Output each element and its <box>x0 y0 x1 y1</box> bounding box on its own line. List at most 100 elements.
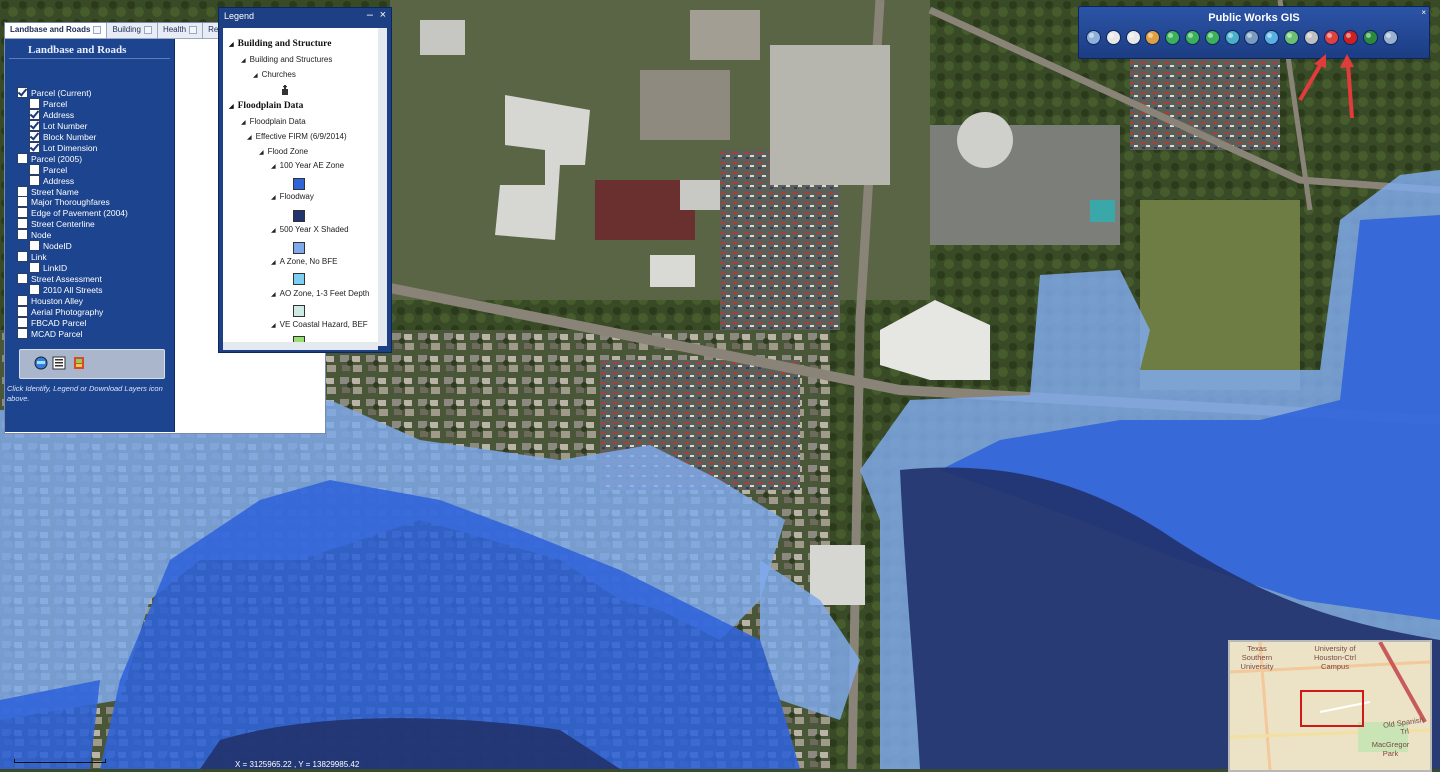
layer-checkbox[interactable] <box>17 328 28 339</box>
clear-icon[interactable] <box>1323 29 1340 46</box>
layer-checkbox[interactable] <box>17 87 28 98</box>
legend-window[interactable]: Legend – × ◢Building and Structure ◢Buil… <box>218 7 392 353</box>
expand-arrow-icon[interactable]: ◢ <box>229 104 234 110</box>
layer-checkbox[interactable] <box>29 164 40 175</box>
legend-horizontal-scrollbar[interactable] <box>223 342 378 350</box>
layer-checkbox[interactable] <box>17 295 28 306</box>
legend-icon[interactable] <box>52 356 66 370</box>
layer-item[interactable]: Street Centerline <box>17 218 95 229</box>
layer-list: Landbase and Roads Parcel (Current)Parce… <box>5 39 175 432</box>
legend-layer[interactable]: ◢Churches <box>253 70 296 79</box>
tab-close-icon[interactable] <box>143 26 152 34</box>
close-icon[interactable]: × <box>1421 8 1426 17</box>
minimize-icon[interactable]: – <box>366 9 373 21</box>
chevron-up-icon[interactable]: ^ <box>1428 9 1433 20</box>
layer-checkbox[interactable] <box>17 317 28 328</box>
legend-subgroup[interactable]: ◢Building and Structures <box>241 55 332 64</box>
layer-checkbox[interactable] <box>17 196 28 207</box>
layer-checkbox[interactable] <box>29 240 40 251</box>
select-icon[interactable] <box>1283 29 1300 46</box>
expand-arrow-icon[interactable]: ◢ <box>259 150 264 156</box>
print-icon[interactable] <box>1303 29 1320 46</box>
layer-item[interactable]: Houston Alley <box>17 295 83 306</box>
bookmark-icon[interactable] <box>1342 29 1359 46</box>
layer-item[interactable]: MCAD Parcel <box>17 328 82 339</box>
expand-arrow-icon[interactable]: ◢ <box>229 42 234 48</box>
layer-checkbox[interactable] <box>17 273 28 284</box>
zoom-in-icon[interactable] <box>1105 29 1122 46</box>
layer-checkbox[interactable] <box>17 218 28 229</box>
tab-close-icon[interactable] <box>189 26 198 34</box>
expand-arrow-icon[interactable]: ◢ <box>247 135 252 141</box>
close-icon[interactable]: × <box>379 9 386 21</box>
layer-label: Street Assessment <box>31 273 102 284</box>
layer-item[interactable]: Major Thoroughfares <box>17 196 110 207</box>
download-layers-icon[interactable] <box>72 356 86 370</box>
full-extent-icon[interactable] <box>1164 29 1181 46</box>
layer-checkbox[interactable] <box>29 109 40 120</box>
layer-checkbox[interactable] <box>29 262 40 273</box>
legend-layer[interactable]: ◢Effective FIRM (6/9/2014) <box>247 132 347 141</box>
layer-checkbox[interactable] <box>17 306 28 317</box>
layer-item[interactable]: FBCAD Parcel <box>17 317 86 328</box>
tab-building[interactable]: Building <box>107 23 158 38</box>
layer-item[interactable]: LinkID <box>29 262 67 273</box>
layer-item[interactable]: Parcel <box>29 164 67 175</box>
layer-checkbox[interactable] <box>29 131 40 142</box>
identify-icon[interactable] <box>34 356 48 370</box>
layer-checkbox[interactable] <box>29 142 40 153</box>
layer-item[interactable]: Block Number <box>29 131 96 142</box>
previous-extent-icon[interactable] <box>1184 29 1201 46</box>
layer-item[interactable]: Address <box>29 109 74 120</box>
tab-close-icon[interactable] <box>93 26 102 34</box>
expand-arrow-icon[interactable]: ◢ <box>241 58 246 64</box>
globe-icon[interactable] <box>1362 29 1379 46</box>
tab-landbase-and-roads[interactable]: Landbase and Roads <box>5 23 108 38</box>
tab-label: Landbase and Roads <box>10 25 91 34</box>
legend-title: Legend <box>224 11 255 21</box>
layer-checkbox[interactable] <box>17 251 28 262</box>
layer-item[interactable]: Aerial Photography <box>17 306 103 317</box>
layer-item[interactable]: Link <box>17 251 47 262</box>
layer-checkbox[interactable] <box>17 153 28 164</box>
annotation-arrows <box>1298 54 1354 119</box>
layer-checkbox[interactable] <box>29 284 40 295</box>
layer-item[interactable]: NodeID <box>29 240 72 251</box>
expand-arrow-icon[interactable]: ◢ <box>253 73 258 79</box>
help-icon[interactable] <box>1382 29 1399 46</box>
legend-vertical-scrollbar[interactable] <box>378 28 387 346</box>
scale-bar <box>14 759 106 763</box>
pan-icon[interactable] <box>1085 29 1102 46</box>
layer-item[interactable]: Lot Number <box>29 120 87 131</box>
layers-icon[interactable] <box>1243 29 1260 46</box>
layer-item[interactable]: 2010 All Streets <box>29 284 103 295</box>
layer-item[interactable]: Address <box>29 175 74 186</box>
layer-item[interactable]: Street Assessment <box>17 273 102 284</box>
legend-title-bar[interactable]: Legend – × <box>219 8 391 26</box>
overview-map[interactable]: Texas Southern University University of … <box>1228 640 1432 772</box>
identify-icon[interactable] <box>1224 29 1241 46</box>
layer-item[interactable]: Parcel (Current) <box>17 87 91 98</box>
layer-checkbox[interactable] <box>17 229 28 240</box>
tab-health[interactable]: Health <box>157 23 204 38</box>
measure-icon[interactable] <box>1263 29 1280 46</box>
layer-checkbox[interactable] <box>29 120 40 131</box>
next-extent-icon[interactable] <box>1204 29 1221 46</box>
zoom-out-icon[interactable] <box>1125 29 1142 46</box>
layer-item[interactable]: Lot Dimension <box>29 142 97 153</box>
layer-checkbox[interactable] <box>29 98 40 109</box>
legend-layer[interactable]: ◢Flood Zone <box>259 147 308 156</box>
layer-item[interactable]: Edge of Pavement (2004) <box>17 207 128 218</box>
expand-arrow-icon[interactable]: ◢ <box>241 120 246 126</box>
layer-item[interactable]: Parcel (2005) <box>17 153 82 164</box>
legend-group[interactable]: ◢Building and Structure <box>229 39 331 49</box>
street-view-icon[interactable] <box>1144 29 1161 46</box>
layer-checkbox[interactable] <box>29 175 40 186</box>
overview-extent-box[interactable] <box>1300 690 1364 727</box>
legend-group[interactable]: ◢Floodplain Data <box>229 101 303 111</box>
legend-subgroup[interactable]: ◢Floodplain Data <box>241 117 306 126</box>
layer-checkbox[interactable] <box>17 207 28 218</box>
layer-item[interactable]: Node <box>17 229 51 240</box>
